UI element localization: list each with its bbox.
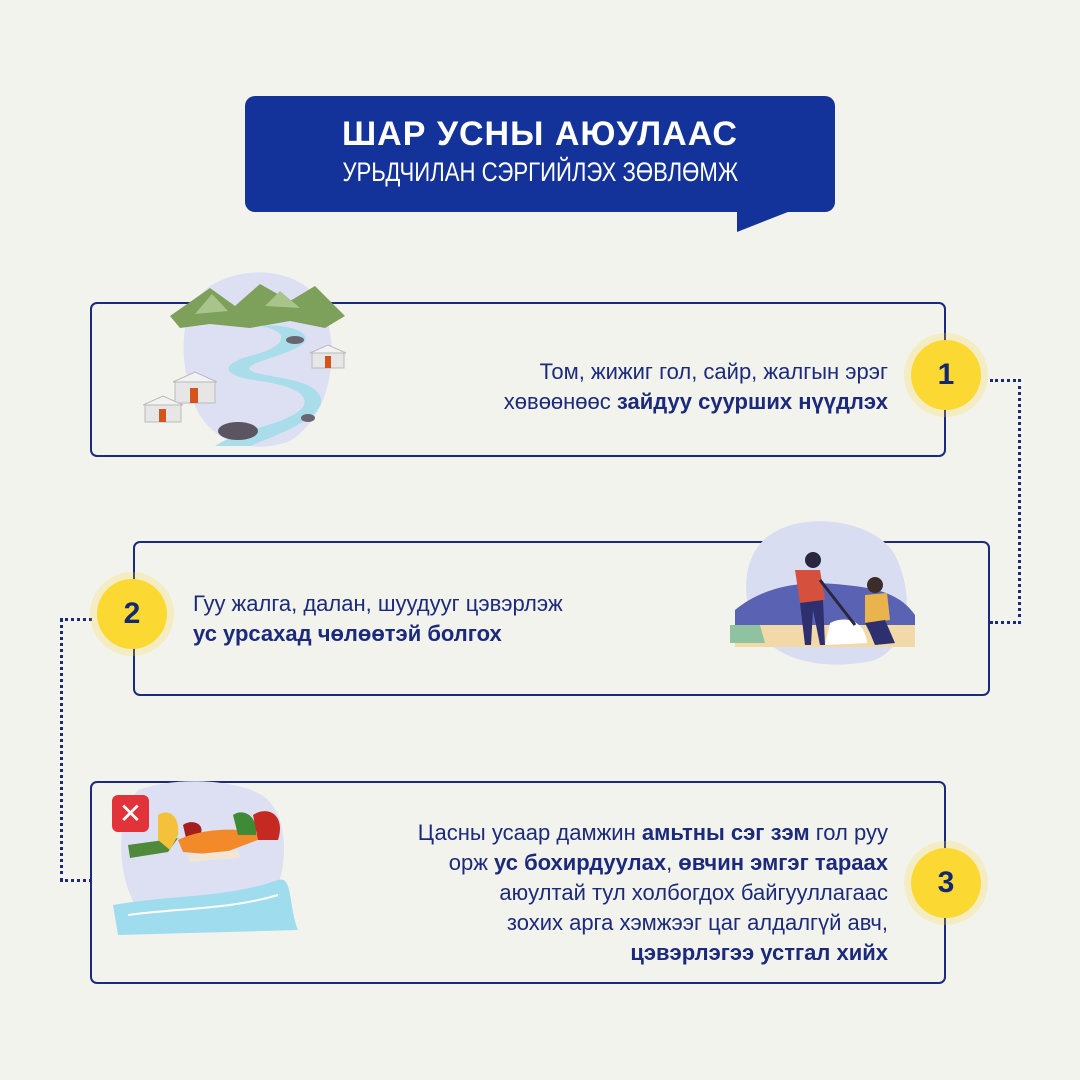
dotted-connector-2-3 [60, 618, 92, 882]
step-badge-1: 1 [911, 340, 981, 410]
tip-card-3: Цасны усаар дамжин амьтны сэг зэм гол ру… [90, 781, 946, 984]
page-title: ШАР УСНЫ АЮУЛААС [342, 115, 738, 153]
river-yurts-illustration [142, 272, 347, 447]
step-badge-2: 2 [97, 579, 167, 649]
title-speech-bubble: ШАР УСНЫ АЮУЛААС УРЬДЧИЛАН СЭРГИЙЛЭХ ЗӨВ… [245, 96, 835, 232]
page-subtitle: УРЬДЧИЛАН СЭРГИЙЛЭХ ЗӨВЛӨМЖ [342, 157, 738, 187]
tip-card-2: Гуу жалга, далан, шуудууг цэвэрлэж ус ур… [133, 541, 990, 696]
waste-river-illustration [113, 781, 298, 935]
cleanup-people-illustration [730, 521, 915, 665]
dotted-connector-1-2 [990, 379, 1021, 624]
tip-2-text: Гуу жалга, далан, шуудууг цэвэрлэж ус ур… [193, 591, 563, 646]
tip-1-text: Том, жижиг гол, сайр, жалгын эрэг хөвөөн… [503, 359, 888, 414]
step-badge-3: 3 [911, 848, 981, 918]
tip-3-text: Цасны усаар дамжин амьтны сэг зэм гол ру… [417, 820, 888, 965]
yurt-icon [142, 344, 347, 423]
red-x-icon: ✕ [112, 795, 149, 832]
tip-card-1: Том, жижиг гол, сайр, жалгын эрэг хөвөөн… [90, 302, 946, 457]
